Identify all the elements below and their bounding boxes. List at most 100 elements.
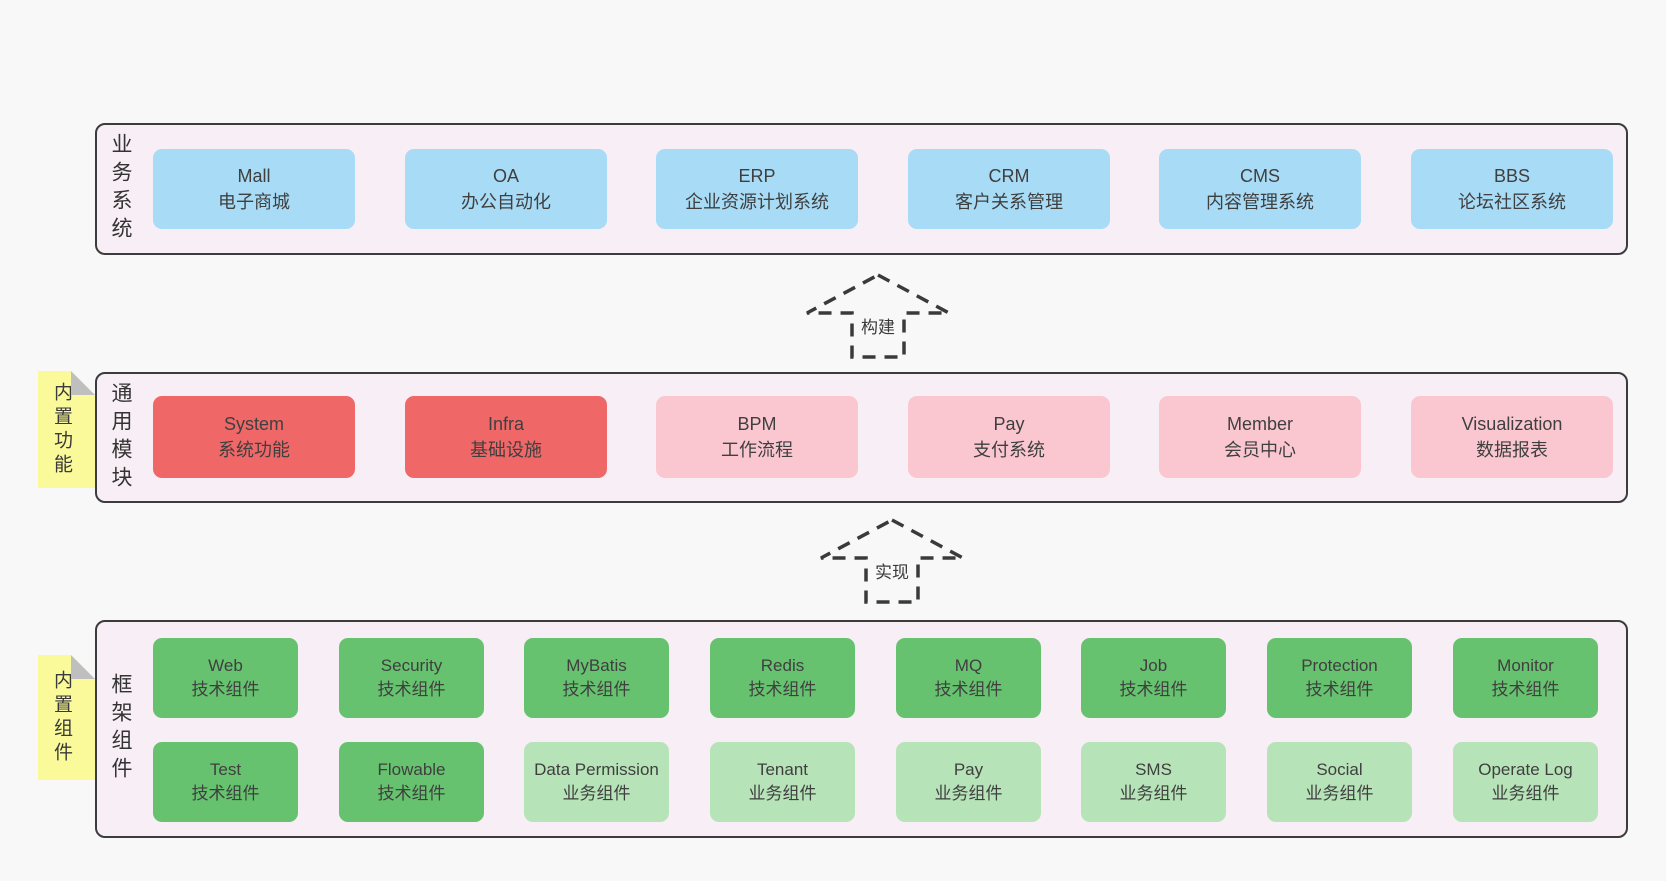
box-social: Social 业务组件 <box>1267 742 1412 822</box>
box-title: Pay <box>953 760 984 779</box>
box-oa: OA 办公自动化 <box>405 149 607 229</box>
box-web: Web 技术组件 <box>153 638 298 718</box>
box-flowable: Flowable 技术组件 <box>339 742 484 822</box>
sticky-note-label: 内置功能 <box>51 381 72 478</box>
box-mq: MQ 技术组件 <box>896 638 1041 718</box>
box-test: Test 技术组件 <box>153 742 298 822</box>
box-subtitle: 会员中心 <box>1224 440 1296 460</box>
box-pay-system: Pay 支付系统 <box>908 396 1110 478</box>
box-cms: CMS 内容管理系统 <box>1159 149 1361 229</box>
box-protection: Protection 技术组件 <box>1267 638 1412 718</box>
arrow-implement: 实现 <box>817 516 967 606</box>
box-title: MQ <box>954 656 983 675</box>
box-subtitle: 技术组件 <box>191 784 260 803</box>
box-title: Security <box>380 656 443 675</box>
box-system: System 系统功能 <box>153 396 355 478</box>
box-subtitle: 技术组件 <box>1119 680 1188 699</box>
arrow-build: 构建 <box>803 271 953 361</box>
box-subtitle: 技术组件 <box>1491 680 1560 699</box>
box-sms: SMS 业务组件 <box>1081 742 1226 822</box>
box-subtitle: 客户关系管理 <box>955 192 1063 212</box>
box-bbs: BBS 论坛社区系统 <box>1411 149 1613 229</box>
box-title: CMS <box>1240 166 1280 186</box>
panel-business-systems: 业务系统 Mall 电子商城 OA 办公自动化 ERP 企业资源计划系统 CRM… <box>95 123 1628 255</box>
panel-side-label: 框架组件 <box>109 673 132 785</box>
box-title: Monitor <box>1497 656 1554 675</box>
sticky-note-builtin-features: 内置功能 <box>38 371 95 488</box>
panel-framework-components: 框架组件 Web 技术组件 Security 技术组件 MyBatis 技术组件… <box>95 620 1628 838</box>
box-title: SMS <box>1135 760 1172 779</box>
box-subtitle: 数据报表 <box>1476 440 1548 460</box>
box-title: BPM <box>737 414 777 434</box>
box-subtitle: 内容管理系统 <box>1206 192 1314 212</box>
box-title: Infra <box>487 414 525 434</box>
box-subtitle: 技术组件 <box>377 784 446 803</box>
panel-side-label: 通用模块 <box>109 381 132 494</box>
box-subtitle: 业务组件 <box>748 784 817 803</box>
box-data-permission: Data Permission 业务组件 <box>524 742 669 822</box>
panel-side-label: 业务系统 <box>109 133 132 245</box>
arrow-label: 构建 <box>858 311 898 340</box>
box-title: Flowable <box>377 760 446 779</box>
box-title: Operate Log <box>1478 760 1573 779</box>
box-title: Social <box>1316 760 1363 779</box>
dashed-up-arrow-icon <box>806 273 950 359</box>
box-job: Job 技术组件 <box>1081 638 1226 718</box>
box-mybatis: MyBatis 技术组件 <box>524 638 669 718</box>
box-title: BBS <box>1493 166 1531 186</box>
box-erp: ERP 企业资源计划系统 <box>656 149 858 229</box>
box-subtitle: 支付系统 <box>973 440 1045 460</box>
box-visualization: Visualization 数据报表 <box>1411 396 1613 478</box>
box-redis: Redis 技术组件 <box>710 638 855 718</box>
box-subtitle: 技术组件 <box>191 680 260 699</box>
box-subtitle: 系统功能 <box>218 440 290 460</box>
box-title: Tenant <box>756 760 809 779</box>
box-title: Web <box>208 656 243 675</box>
box-title: Test <box>209 760 242 779</box>
sticky-note-label: 内置组件 <box>51 669 72 766</box>
box-title: CRM <box>988 166 1030 186</box>
box-mall: Mall 电子商城 <box>153 149 355 229</box>
box-tenant: Tenant 业务组件 <box>710 742 855 822</box>
box-subtitle: 业务组件 <box>1119 784 1188 803</box>
box-subtitle: 基础设施 <box>470 440 542 460</box>
box-title: Job <box>1139 656 1168 675</box>
box-subtitle: 电子商城 <box>218 192 290 212</box>
box-subtitle: 业务组件 <box>1305 784 1374 803</box>
box-subtitle: 办公自动化 <box>461 192 551 212</box>
box-subtitle: 业务组件 <box>934 784 1003 803</box>
box-subtitle: 技术组件 <box>377 680 446 699</box>
box-title: Mall <box>237 166 271 186</box>
box-subtitle: 业务组件 <box>562 784 631 803</box>
sticky-note-builtin-components: 内置组件 <box>38 655 95 780</box>
dashed-up-arrow-icon <box>820 518 964 604</box>
box-subtitle: 业务组件 <box>1491 784 1560 803</box>
box-crm: CRM 客户关系管理 <box>908 149 1110 229</box>
box-title: MyBatis <box>566 656 627 675</box>
box-operate-log: Operate Log 业务组件 <box>1453 742 1598 822</box>
box-title: ERP <box>738 166 776 186</box>
box-infra: Infra 基础设施 <box>405 396 607 478</box>
panel-common-modules: 通用模块 System 系统功能 Infra 基础设施 BPM 工作流程 Pay… <box>95 372 1628 503</box>
arrow-label: 实现 <box>872 556 912 585</box>
box-member: Member 会员中心 <box>1159 396 1361 478</box>
box-title: Visualization <box>1461 414 1563 434</box>
box-title: Data Permission <box>534 760 659 779</box>
box-title: Protection <box>1301 656 1378 675</box>
box-subtitle: 技术组件 <box>562 680 631 699</box>
box-title: System <box>223 414 284 434</box>
box-subtitle: 技术组件 <box>748 680 817 699</box>
box-title: Redis <box>760 656 805 675</box>
box-title: Member <box>1226 414 1293 434</box>
box-subtitle: 技术组件 <box>934 680 1003 699</box>
box-subtitle: 技术组件 <box>1305 680 1374 699</box>
box-subtitle: 工作流程 <box>721 440 793 460</box>
box-subtitle: 企业资源计划系统 <box>685 192 829 212</box>
box-title: OA <box>492 166 519 186</box>
box-subtitle: 论坛社区系统 <box>1458 192 1566 212</box>
box-security: Security 技术组件 <box>339 638 484 718</box>
box-title: Pay <box>993 414 1025 434</box>
box-monitor: Monitor 技术组件 <box>1453 638 1598 718</box>
box-pay-component: Pay 业务组件 <box>896 742 1041 822</box>
